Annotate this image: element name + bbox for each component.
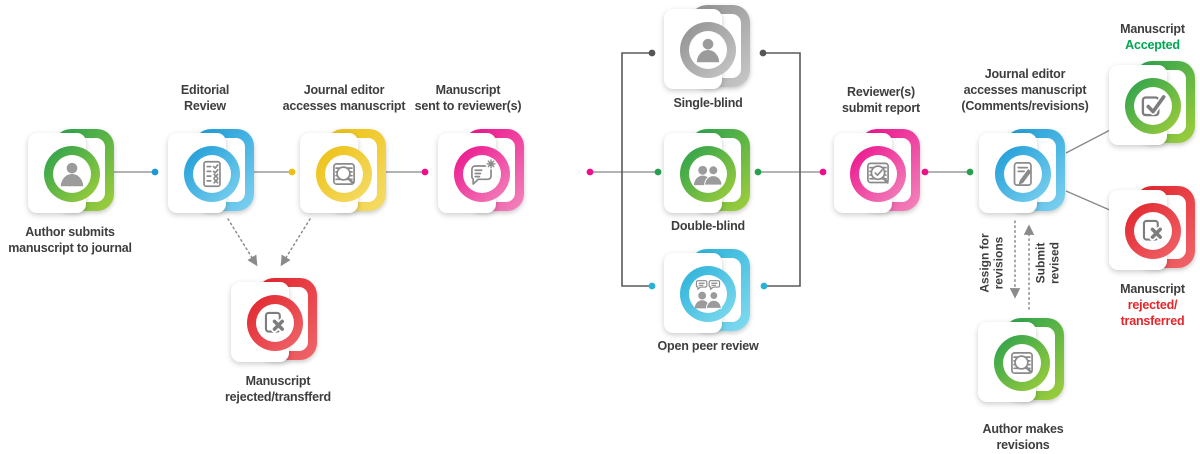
node-single-blind (664, 5, 750, 91)
ring (995, 146, 1051, 202)
ring (850, 146, 906, 202)
node-manuscript-sent (438, 129, 524, 215)
node-label-manuscript-rejected-right: Manuscript rejected/ transferred (1120, 282, 1185, 328)
node-label-journal-editor-comments: Journal editor accesses manuscript (Comm… (961, 67, 1089, 113)
ring (184, 146, 240, 202)
ring (454, 146, 510, 202)
node-label-author-submits: Author submits manuscript to journal (8, 225, 132, 255)
node-author-submits (28, 129, 114, 215)
node-double-blind (664, 129, 750, 215)
node-label-journal-editor-access: Journal editor accesses manuscript (282, 83, 406, 113)
node-label-single-blind: Single-blind (673, 96, 743, 110)
ring (680, 22, 736, 78)
node-author-revisions (978, 318, 1064, 404)
checklist-icon (203, 160, 221, 188)
node-label-manuscript-rejected-left: Manuscript rejected/transfferd (225, 374, 331, 404)
document-search-icon (332, 162, 356, 186)
node-manuscript-rejected-right (1109, 186, 1195, 272)
node-editorial-review (168, 129, 254, 215)
edge-label-submit-revised: Submit revised (1033, 241, 1062, 285)
edge-label-assign-for-revisions: Assign for revisions (977, 233, 1006, 293)
node-label-open-peer-review: Open peer review (657, 339, 759, 353)
ring (994, 335, 1050, 391)
rejected-x-icon (1136, 214, 1170, 248)
person-icon (696, 38, 720, 63)
node-manuscript-rejected-left (231, 278, 317, 364)
document-edit-icon (1013, 161, 1033, 187)
ring (44, 146, 100, 202)
node-open-peer-review (664, 249, 750, 335)
ring (680, 146, 736, 202)
document-search-icon (1010, 351, 1034, 375)
people-icon (693, 165, 723, 186)
ring (316, 146, 372, 202)
person-icon (60, 162, 84, 187)
node-label-author-revisions: Author makes revisions (982, 422, 1064, 452)
message-new-icon (471, 157, 498, 185)
node-label-editorial-review: Editorial Review (180, 83, 230, 113)
rejected-x-icon (258, 306, 292, 340)
ring (680, 266, 736, 322)
node-label-manuscript-accepted: Manuscript Accepted (1120, 22, 1185, 52)
node-label-double-blind: Double-blind (671, 219, 745, 233)
node-manuscript-accepted (1109, 61, 1195, 147)
node-journal-editor-comments (979, 129, 1065, 215)
accepted-check-icon (1136, 89, 1170, 123)
ring (1125, 203, 1181, 259)
ring (1125, 78, 1181, 134)
node-journal-editor-access (300, 129, 386, 215)
ring (247, 295, 303, 351)
report-check-icon (866, 162, 890, 184)
people-discussion-icon (694, 280, 722, 309)
node-label-manuscript-sent: Manuscript sent to reviewer(s) (414, 83, 522, 113)
node-reviewers-submit (834, 129, 920, 215)
node-label-reviewers-submit: Reviewer(s) submit report (842, 85, 920, 115)
